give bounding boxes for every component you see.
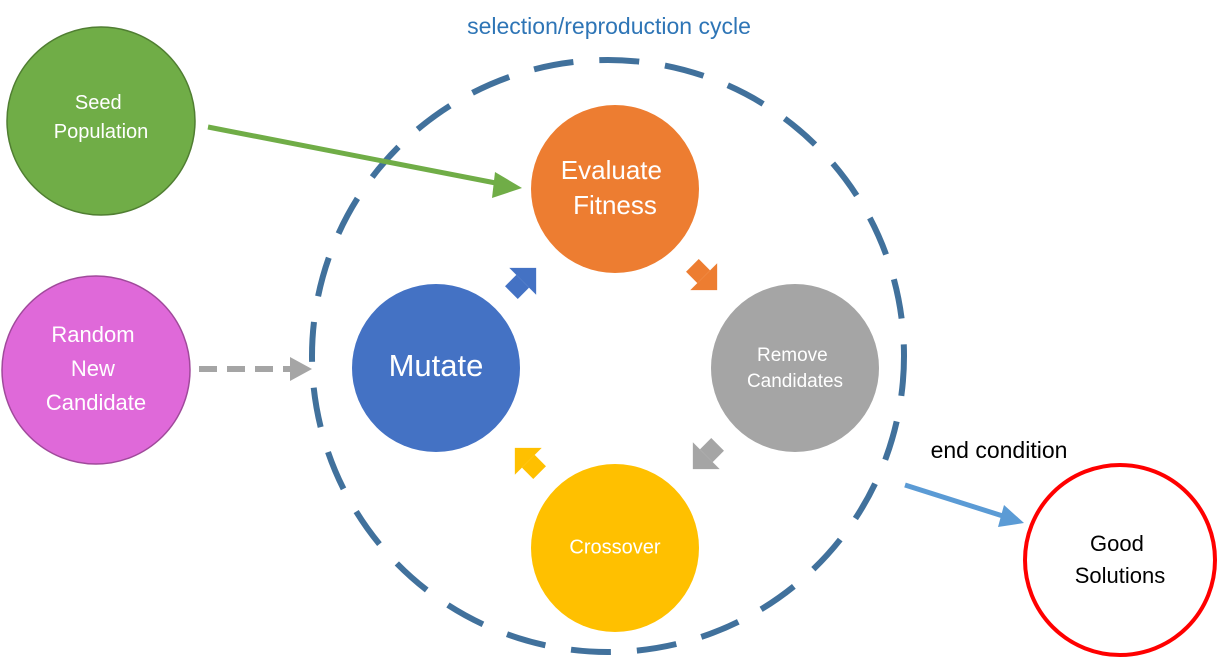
remove-line-1: Remove	[757, 345, 828, 366]
crossover-label: Crossover	[569, 536, 660, 558]
crossover-to-mutate-arrow	[514, 447, 546, 479]
good-line-1: Good	[1090, 531, 1144, 556]
end-condition-label: end condition	[931, 437, 1068, 463]
seed-arrow-head	[492, 172, 522, 198]
seed-population-node	[6, 26, 196, 216]
random-candidate-node	[1, 275, 191, 465]
good-solutions-label: Good Solutions	[1075, 531, 1166, 588]
good-line-2: Solutions	[1075, 563, 1166, 588]
evaluate-line-1: Evaluate	[561, 155, 662, 185]
evaluate-to-remove-arrow	[686, 259, 718, 291]
remove-to-crossover-arrow	[692, 438, 724, 470]
random-dashed-arrow-head	[290, 357, 312, 381]
mutate-node	[352, 284, 520, 452]
random-line-1: Random	[51, 322, 134, 347]
good-solutions-node	[1023, 463, 1217, 657]
mutate-label: Mutate	[389, 348, 484, 383]
random-candidate-label: Random New Candidate	[46, 322, 146, 415]
random-line-3: Candidate	[46, 390, 146, 415]
evaluate-fitness-label: Evaluate Fitness	[561, 155, 669, 220]
seed-arrow	[207, 124, 507, 188]
cycle-label: selection/reproduction cycle	[467, 13, 751, 39]
remove-candidates-node	[711, 284, 879, 452]
remove-line-2: Candidates	[747, 371, 843, 392]
end-condition-arrow-head	[998, 505, 1024, 527]
remove-candidates-label: Remove Candidates	[747, 345, 843, 392]
crossover-node	[531, 464, 699, 632]
random-line-2: New	[71, 356, 115, 381]
seed-line-1: Seed	[75, 92, 122, 114]
evaluate-fitness-node	[531, 105, 699, 273]
cycle-ring	[309, 57, 907, 655]
mutate-to-evaluate-arrow	[505, 267, 537, 299]
evaluate-line-2: Fitness	[573, 190, 657, 220]
seed-line-2: Population	[54, 121, 149, 143]
end-condition-arrow	[904, 482, 1007, 520]
seed-population-label: Seed Population	[54, 92, 149, 143]
